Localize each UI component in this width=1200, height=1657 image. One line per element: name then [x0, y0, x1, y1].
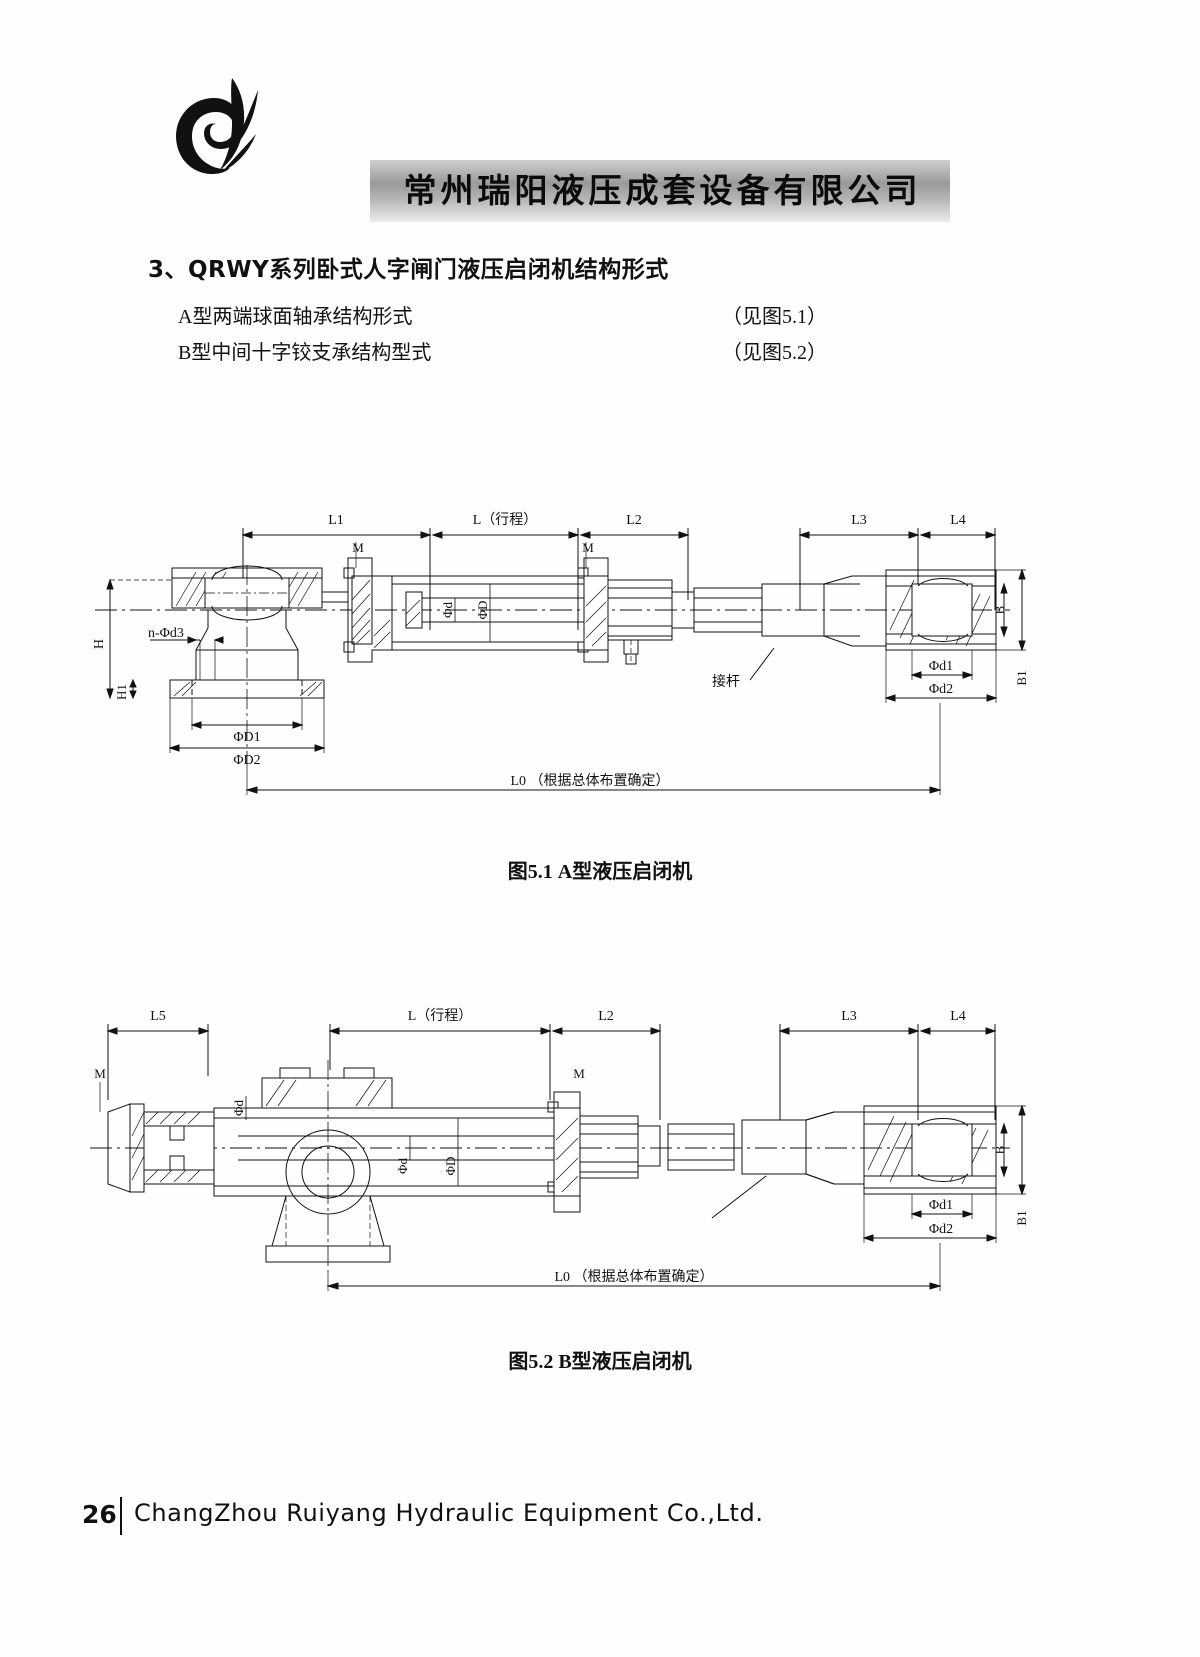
dim-label-l3-2: L3: [841, 1009, 857, 1024]
dim-label-m-right: M: [582, 540, 594, 555]
dim-label-b-2: B: [992, 1145, 1007, 1154]
dim-label-b1: B1: [1014, 670, 1029, 685]
company-name-english: ChangZhou Ruiyang Hydraulic Equipment Co…: [134, 1499, 764, 1527]
dim-label-l4: L4: [950, 513, 966, 528]
company-name-chinese: 常州瑞阳液压成套设备有限公司: [403, 171, 922, 210]
dim-label-l3: L3: [851, 513, 867, 528]
leaf-swirl-logo-icon: [170, 72, 290, 182]
dim-label-phi-d-small: Φd: [440, 602, 455, 619]
dim-label-phi-d-big-2: ΦD: [443, 1157, 458, 1176]
dim-label-h1: H1: [114, 684, 129, 700]
dim-label-phi-d1-cap: ΦD1: [233, 730, 260, 745]
figure-5-2-caption: 图5.2 B型液压启闭机: [508, 1351, 692, 1373]
structure-type-a-reference: （见图5.1）: [722, 306, 827, 328]
dim-label-phi-d2-small: Φd2: [929, 682, 953, 697]
figure-5-1-drawing: L1 L（行程） L2 L3 L4 M M H n-Φd3 H1 ΦD1 ΦD2…: [0, 480, 1200, 810]
dim-label-m-left-2: M: [94, 1066, 106, 1081]
dim-label-l0: L0 （根据总体布置确定）: [510, 773, 669, 789]
section-heading: 3、QRWY系列卧式人字闸门液压启闭机结构形式: [148, 257, 669, 283]
dim-label-b: B: [992, 605, 1007, 614]
dim-label-l0-2: L0 （根据总体布置确定）: [554, 1269, 713, 1285]
dim-label-l2-2: L2: [598, 1009, 614, 1024]
structure-type-b-label: B型中间十字铰支承结构型式: [178, 342, 432, 364]
dim-label-l4-2: L4: [950, 1009, 966, 1024]
dim-label-phi-d-small-2: Φd: [395, 1158, 410, 1175]
dim-label-phi-d1-small: Φd1: [929, 659, 953, 674]
footer-divider: [120, 1497, 122, 1535]
dim-label-l-stroke-2: L（行程）: [408, 1008, 473, 1024]
dim-label-phi-d1-small-2: Φd1: [929, 1198, 953, 1213]
structure-type-a-label: A型两端球面轴承结构形式: [178, 306, 413, 328]
annotation-connecting-rod: 接杆: [712, 673, 740, 690]
dim-label-l5: L5: [150, 1009, 166, 1024]
figure-5-1-caption: 图5.1 A型液压启闭机: [507, 861, 693, 883]
dim-label-l1: L1: [328, 513, 344, 528]
dim-label-phi-d-left-2: Φd: [231, 1100, 246, 1117]
dim-label-h: H: [92, 639, 107, 649]
page-header: 常州瑞阳液压成套设备有限公司: [170, 72, 970, 222]
company-banner-background: [370, 160, 950, 222]
dim-label-b1-2: B1: [1014, 1210, 1029, 1225]
dim-label-l2: L2: [626, 513, 642, 528]
structure-type-b-reference: （见图5.2）: [722, 342, 827, 364]
dim-label-m-right-2: M: [573, 1066, 585, 1081]
dim-label-phi-d2-cap: ΦD2: [233, 753, 260, 768]
dim-label-phi-d-big: ΦD: [475, 601, 490, 620]
figure-5-2-drawing: L5 L（行程） L2 L3 L4 M Φd Φd ΦD M B B1 Φd1 …: [0, 1000, 1200, 1310]
dim-label-m-left: M: [352, 540, 364, 555]
dim-label-phi-d2-small-2: Φd2: [929, 1222, 953, 1237]
dim-label-l-stroke: L（行程）: [473, 512, 538, 528]
dim-label-n-phi-d3: n-Φd3: [148, 626, 184, 641]
page-number: 26: [82, 1500, 117, 1529]
